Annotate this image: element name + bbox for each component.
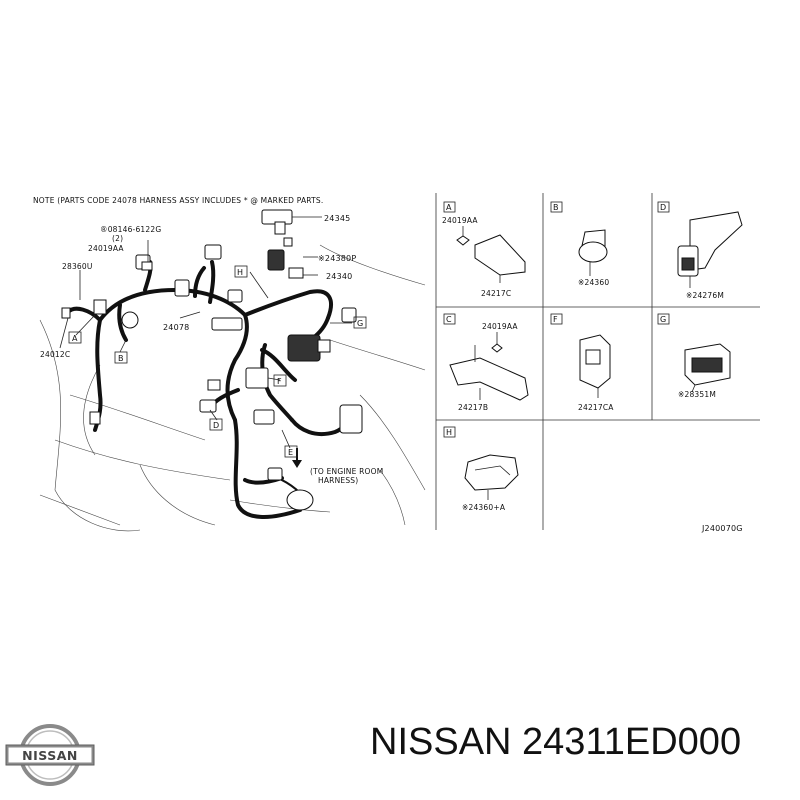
detail-cell-f: F 24217CA — [550, 313, 614, 412]
view-letter-d: D — [213, 421, 219, 430]
label-24345: 24345 — [324, 214, 350, 223]
label-harness: HARNESS) — [318, 476, 358, 485]
part-number-title: NISSAN 24311ED000 — [370, 721, 742, 763]
callout-labels: 24345 ®08146-6122G (2) 24019AA 28360U ※2… — [40, 214, 383, 485]
leader-lines — [59, 216, 352, 449]
view-letter-a: A — [72, 334, 78, 343]
detail-cell-c: C 24019AA 24217B — [443, 313, 529, 412]
detail-cell-g: G ※28351M — [657, 313, 731, 399]
view-letter-g: G — [357, 319, 363, 328]
label-24340: 24340 — [326, 272, 352, 281]
harness-connectors — [61, 209, 363, 511]
view-letter-boxes: A B D E F G H — [68, 265, 367, 458]
label-24012c: 24012C — [40, 350, 70, 359]
nissan-logo: NISSAN — [5, 724, 95, 786]
label-24380p: ※24380P — [318, 254, 356, 263]
label-24019aa-left: 24019AA — [88, 244, 124, 253]
cell-d-letter: D — [660, 203, 666, 212]
view-letter-h: H — [237, 268, 243, 277]
cell-f-letter: F — [553, 315, 558, 324]
detail-cell-b: B ※24360 — [550, 201, 609, 287]
label-28360u: 28360U — [62, 262, 93, 271]
label-08146-qty: (2) — [112, 234, 123, 243]
cell-a-top-label: 24019AA — [442, 216, 478, 225]
cell-a-letter: A — [446, 203, 452, 212]
view-letter-f: F — [277, 377, 282, 386]
label-to-engine-room: (TO ENGINE ROOM — [310, 467, 383, 476]
vehicle-body-outline — [39, 244, 426, 532]
cell-c-part: 24217B — [458, 403, 488, 412]
label-24078: 24078 — [163, 323, 189, 332]
detail-grid — [435, 193, 760, 530]
cell-g-letter: G — [660, 315, 666, 324]
cell-f-part: 24217CA — [578, 403, 614, 412]
cell-c-letter: C — [446, 315, 452, 324]
view-letter-b: B — [118, 354, 124, 363]
cell-b-part: ※24360 — [578, 278, 609, 287]
label-08146: ®08146-6122G — [100, 225, 161, 234]
cell-h-part: ※24360+A — [462, 503, 506, 512]
cell-h-letter: H — [446, 428, 452, 437]
harness-note: NOTE (PARTS CODE 24078 HARNESS ASSY INCL… — [33, 196, 323, 205]
detail-cell-d: D ※24276M — [657, 201, 743, 300]
cell-b-letter: B — [553, 203, 559, 212]
cell-a-part: 24217C — [481, 289, 511, 298]
view-letter-e: E — [288, 448, 293, 457]
logo-text: NISSAN — [22, 748, 78, 763]
cell-d-part: ※24276M — [686, 291, 724, 300]
detail-cell-h: H ※24360+A — [443, 426, 519, 512]
cell-g-part: ※28351M — [678, 390, 716, 399]
detail-cell-a: A 24019AA 24217C — [442, 201, 526, 298]
drawing-code: J240070G — [701, 524, 743, 533]
cell-c-top-label: 24019AA — [482, 322, 518, 331]
